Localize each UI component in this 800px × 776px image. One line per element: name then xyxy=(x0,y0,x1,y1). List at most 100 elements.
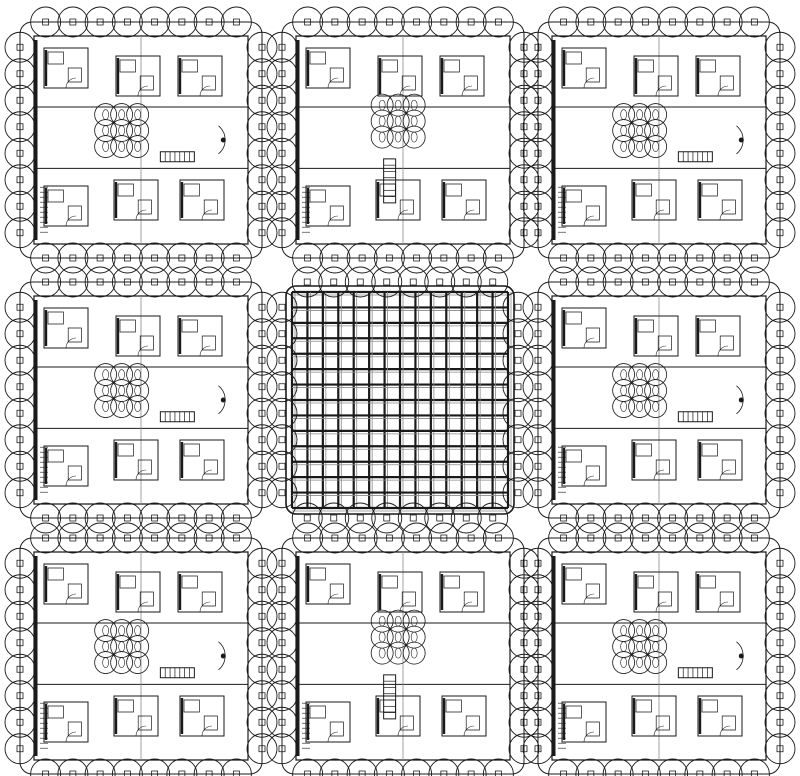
column-post xyxy=(535,587,541,593)
column-circle xyxy=(549,7,579,37)
column-post xyxy=(152,771,158,776)
column-circle xyxy=(765,59,795,89)
column-circle xyxy=(523,319,553,349)
door-swing xyxy=(584,594,594,604)
column-circle xyxy=(194,503,224,533)
column-circle xyxy=(31,243,61,273)
cluster-post xyxy=(379,132,385,142)
cluster-post xyxy=(411,132,417,142)
column-post xyxy=(515,384,521,390)
column-circle xyxy=(523,85,553,115)
column-circle xyxy=(267,112,297,142)
column-circle xyxy=(509,112,539,142)
cluster-post xyxy=(395,132,401,142)
cluster-post xyxy=(637,402,643,412)
fixture xyxy=(202,592,215,606)
column-circle xyxy=(509,734,539,764)
column-circle xyxy=(685,759,715,776)
column-post xyxy=(521,746,527,752)
column-post xyxy=(279,304,285,310)
fixture xyxy=(182,576,197,588)
column-post xyxy=(259,640,265,646)
column-post xyxy=(490,515,496,521)
door-swing xyxy=(136,726,146,736)
column-post xyxy=(588,535,594,541)
column-circle xyxy=(739,503,769,533)
column-post xyxy=(515,410,521,416)
column-post xyxy=(279,410,285,416)
fixture xyxy=(382,576,397,588)
column-circle xyxy=(603,267,633,297)
column-circle xyxy=(194,759,224,776)
column-post xyxy=(777,746,783,752)
column-post xyxy=(697,771,703,776)
column-post xyxy=(751,279,757,285)
column-post xyxy=(17,71,23,77)
column-post xyxy=(259,203,265,209)
column-post xyxy=(279,666,285,672)
column-post xyxy=(97,279,103,285)
fixture xyxy=(48,568,63,580)
stair xyxy=(384,159,396,203)
column-circle xyxy=(765,575,795,605)
column-circle xyxy=(523,292,553,322)
column-post xyxy=(463,515,469,521)
column-post xyxy=(259,490,265,496)
column-post xyxy=(535,357,541,363)
column-post xyxy=(521,560,527,566)
column-circle xyxy=(523,398,553,428)
column-circle xyxy=(5,398,35,428)
cluster-circle xyxy=(111,396,133,418)
column-circle xyxy=(267,292,297,322)
door-swing xyxy=(400,602,410,612)
column-circle xyxy=(345,267,375,297)
room-unit xyxy=(306,186,350,226)
door-swing xyxy=(200,346,210,356)
column-circle xyxy=(167,503,197,533)
column-circle xyxy=(112,523,142,553)
column-circle xyxy=(247,372,277,402)
column-circle xyxy=(658,523,688,553)
column-circle xyxy=(267,425,297,455)
column-post xyxy=(305,255,311,261)
door-swing xyxy=(138,602,148,612)
column-post xyxy=(588,255,594,261)
column-circle xyxy=(85,759,115,776)
column-circle xyxy=(523,654,553,684)
column-circle xyxy=(247,319,277,349)
column-post xyxy=(535,560,541,566)
marker-dot xyxy=(220,137,226,143)
column-post xyxy=(233,279,239,285)
door-swing xyxy=(654,210,664,220)
column-post xyxy=(777,203,783,209)
column-post xyxy=(233,515,239,521)
door-swing xyxy=(720,726,730,736)
column-post xyxy=(495,771,501,776)
door-swing xyxy=(400,86,410,96)
door-swing xyxy=(654,470,664,480)
column-circle xyxy=(267,32,297,62)
column-circle xyxy=(503,292,533,322)
column-circle xyxy=(576,7,606,37)
room-unit xyxy=(44,48,88,88)
column-post xyxy=(384,279,390,285)
column-circle xyxy=(167,267,197,297)
door-swing xyxy=(736,386,743,414)
column-circle xyxy=(31,7,61,37)
column-circle xyxy=(267,628,297,658)
fixture xyxy=(566,312,581,324)
column-post xyxy=(259,437,265,443)
column-circle xyxy=(194,243,224,273)
column-circle xyxy=(523,628,553,658)
column-post xyxy=(535,331,541,337)
column-post xyxy=(777,719,783,725)
door-swing xyxy=(328,732,338,742)
column-post xyxy=(152,515,158,521)
column-post xyxy=(152,255,158,261)
column-post xyxy=(17,613,23,619)
column-post xyxy=(259,384,265,390)
column-circle xyxy=(523,601,553,631)
column-post xyxy=(642,771,648,776)
column-circle xyxy=(167,7,197,37)
column-cluster xyxy=(613,620,667,674)
